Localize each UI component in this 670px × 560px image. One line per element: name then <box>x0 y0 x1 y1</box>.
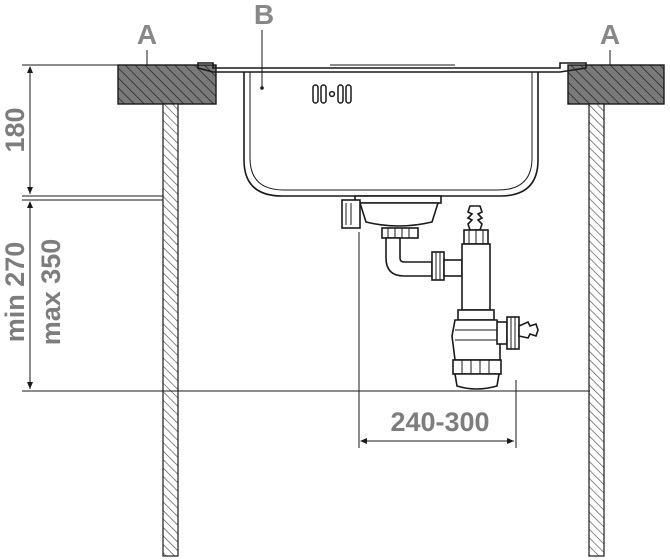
sink-rim <box>197 62 587 73</box>
dim-240-300-text: 240-300 <box>390 407 489 437</box>
side-outlet-nut <box>506 316 520 350</box>
counter-right-label: A <box>600 19 620 50</box>
overflow-dot <box>328 90 336 98</box>
dim-max-text: max 350 <box>36 239 66 346</box>
siphon-bowl <box>451 309 502 390</box>
sink-bowl-inner <box>249 72 533 191</box>
elbow-nut <box>431 251 445 281</box>
overflow-slot-3 <box>337 84 344 104</box>
side-hose-nozzle <box>518 320 539 339</box>
elbow-pipe <box>385 237 433 277</box>
side-outlet <box>496 321 508 345</box>
countertop-left <box>117 64 217 105</box>
drain-flange <box>354 195 442 204</box>
cabinet-wall-left <box>162 103 179 557</box>
counter-left-label: A <box>137 19 157 50</box>
sink-bowl <box>243 72 539 197</box>
cabinet-wall-right <box>588 103 605 557</box>
drain-assembly <box>341 195 442 239</box>
dim-180-text: 180 <box>0 107 30 152</box>
siphon-pipe <box>461 243 491 311</box>
dim-min-text: min 270 <box>0 242 30 343</box>
overflow-slot-1 <box>312 84 319 104</box>
siphon-cap-ring <box>452 359 502 375</box>
siphon-top-nut <box>457 309 495 321</box>
countertop-right <box>567 64 665 105</box>
overflow-slot-4 <box>345 84 352 104</box>
sink-label: B <box>254 0 274 30</box>
siphon-cap <box>454 373 500 390</box>
strainer-body <box>358 202 440 227</box>
drain-nut <box>381 227 419 239</box>
siphon-inlet <box>443 259 463 277</box>
dishwasher-nozzle <box>466 205 484 231</box>
leader-b-dot <box>260 86 264 90</box>
overflow-slot-2 <box>320 84 327 104</box>
